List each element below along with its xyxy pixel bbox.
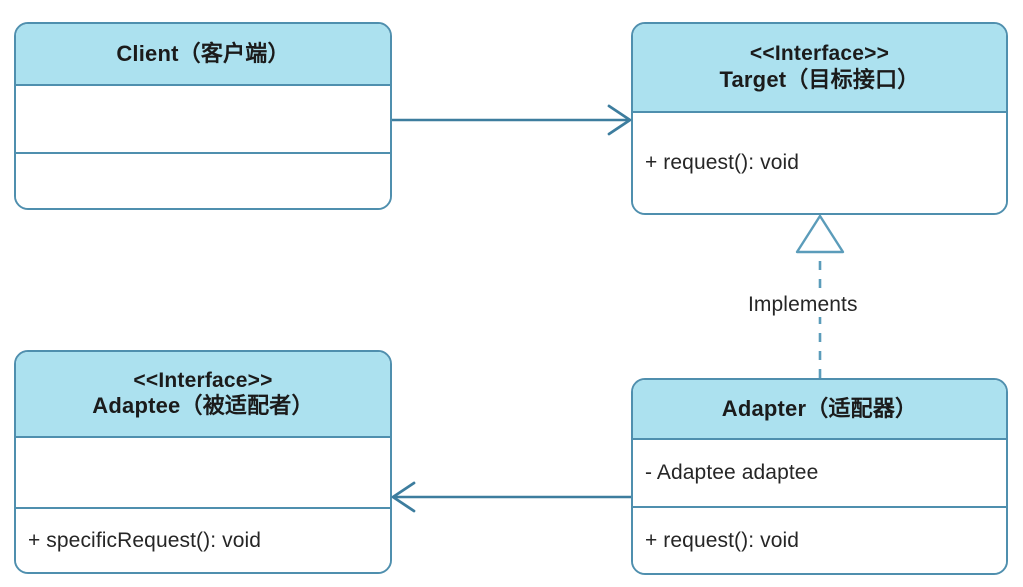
class-header-adaptee: <<Interface>> Adaptee（被适配者） bbox=[16, 352, 390, 438]
arrowhead-open-right-target bbox=[607, 104, 632, 136]
class-box-client[interactable]: Client（客户端） bbox=[14, 22, 392, 210]
operation-target-request: + request(): void bbox=[645, 151, 800, 174]
class-name-target: Target（目标接口） bbox=[719, 66, 920, 92]
class-operations-target: + request(): void bbox=[633, 113, 1006, 213]
class-operations-adaptee: + specificRequest(): void bbox=[16, 507, 390, 572]
connector-adapter-to-adaptee bbox=[391, 481, 631, 513]
class-name-adaptee: Adaptee（被适配者） bbox=[92, 393, 314, 419]
class-box-adapter[interactable]: Adapter（适配器） - Adaptee adaptee + request… bbox=[631, 378, 1008, 575]
class-header-target: <<Interface>> Target（目标接口） bbox=[633, 24, 1006, 113]
class-attributes-client bbox=[16, 86, 390, 152]
class-header-client: Client（客户端） bbox=[16, 24, 390, 86]
edge-label-implements: Implements bbox=[742, 293, 864, 317]
operation-adapter-request: + request(): void bbox=[645, 528, 800, 552]
class-operations-client bbox=[16, 152, 390, 208]
class-attributes-adapter: - Adaptee adaptee bbox=[633, 440, 1006, 506]
class-stereotype-target: <<Interface>> bbox=[749, 42, 890, 66]
class-name-client: Client（客户端） bbox=[116, 41, 290, 67]
class-attributes-adaptee bbox=[16, 438, 390, 507]
class-header-adapter: Adapter（适配器） bbox=[633, 380, 1006, 440]
class-box-target[interactable]: <<Interface>> Target（目标接口） + request(): … bbox=[631, 22, 1008, 215]
class-box-adaptee[interactable]: <<Interface>> Adaptee（被适配者） + specificRe… bbox=[14, 350, 392, 574]
class-operations-adapter: + request(): void bbox=[633, 506, 1006, 573]
connector-client-to-target bbox=[392, 104, 632, 136]
arrowhead-hollow-triangle-target bbox=[795, 214, 845, 254]
class-stereotype-adaptee: <<Interface>> bbox=[133, 368, 273, 392]
class-name-adapter: Adapter（适配器） bbox=[721, 396, 918, 422]
operation-adaptee-specific-request: + specificRequest(): void bbox=[28, 528, 262, 552]
arrowhead-open-left-adaptee bbox=[391, 481, 416, 513]
attribute-adapter-adaptee: - Adaptee adaptee bbox=[645, 461, 819, 484]
